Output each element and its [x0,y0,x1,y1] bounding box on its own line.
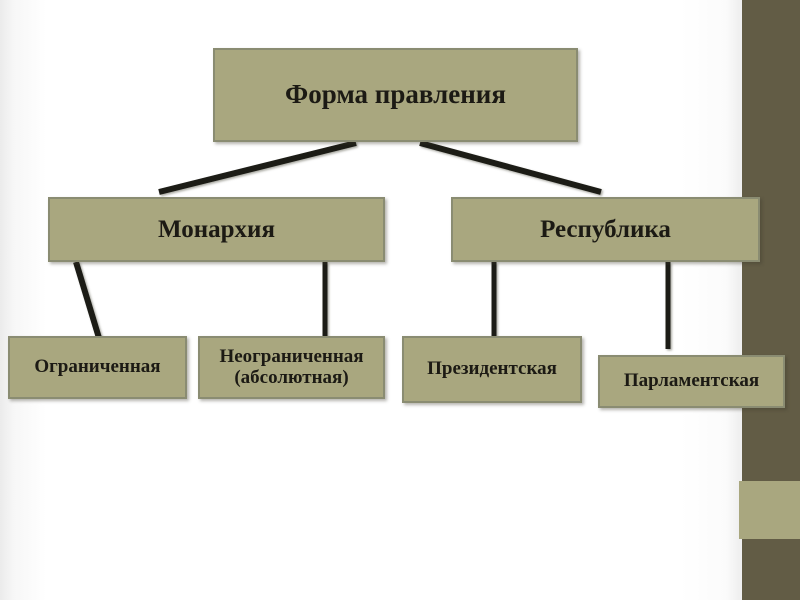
sidebar-band-dark-bottom [742,539,800,600]
node-root-label: Форма правления [285,79,506,110]
node-unlimited-monarchy-line2: (абсолютная) [234,366,349,388]
node-republic[interactable]: Республика [451,197,760,262]
connector-root-to-monarchy [158,140,357,195]
node-monarchy-label: Монархия [157,215,275,243]
node-republic-label: Республика [540,215,671,243]
node-monarchy[interactable]: Монархия [48,197,385,262]
node-unlimited-monarchy-label: Неограниченная (абсолютная) [207,345,375,389]
node-limited-monarchy-label: Ограниченная [34,356,161,378]
node-unlimited-monarchy[interactable]: Неограниченная (абсолютная) [198,336,385,399]
node-unlimited-monarchy-line1: Неограниченная [219,345,364,367]
connector-root-to-republic [419,140,602,195]
connector-monarchy-to-limited [73,261,102,339]
node-parliamentary-republic[interactable]: Парламентская [598,355,785,408]
node-limited-monarchy[interactable]: Ограниченная [8,336,187,399]
node-presidential-republic-label: Президентская [427,358,557,380]
node-parliamentary-republic-label: Парламентская [623,370,760,392]
node-root[interactable]: Форма правления [213,48,578,142]
node-presidential-republic[interactable]: Президентская [402,336,582,403]
sidebar-band-light [739,481,800,539]
